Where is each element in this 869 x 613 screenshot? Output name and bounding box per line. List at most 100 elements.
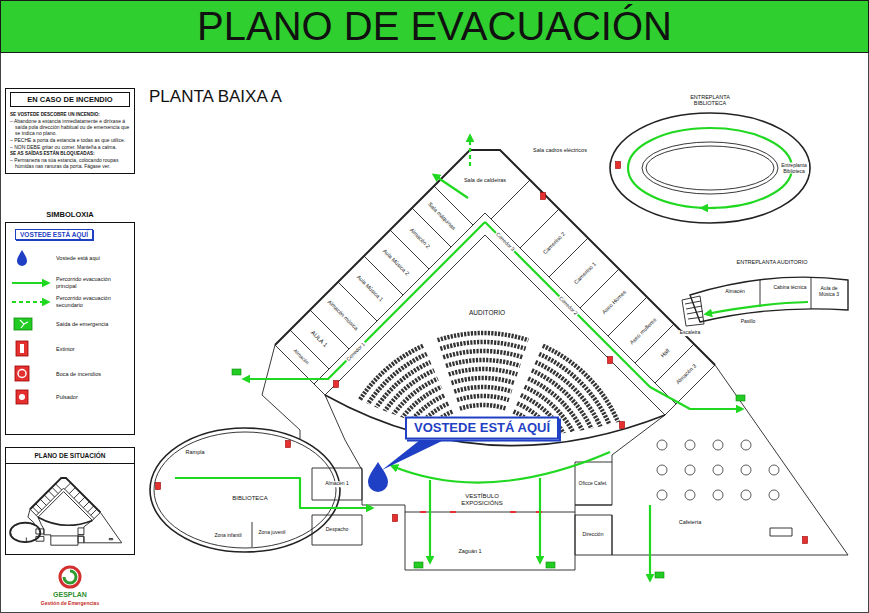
room-label: Almacén xyxy=(291,347,310,366)
logo xyxy=(60,567,80,587)
door-mark xyxy=(450,511,456,513)
room-name: Aseo Homes xyxy=(601,289,628,316)
building-wall xyxy=(275,150,715,365)
seat-row xyxy=(449,369,518,374)
room-name: Zona infantil xyxy=(214,533,241,539)
evacuation-arrow xyxy=(706,302,808,314)
legend-text: Saída de emergencia xyxy=(56,321,132,328)
panel-heading: PLANO DE SITUACIÓN xyxy=(6,448,134,464)
legend-text: Percorrido evacuación principal xyxy=(56,276,132,289)
extinguisher-icon xyxy=(620,422,625,429)
room-name: Despacho xyxy=(326,527,349,533)
room-name: Hall xyxy=(660,348,671,359)
instruction-text: – PECHE a porta da estancia e todas as q… xyxy=(6,136,134,143)
room-name: BIBLIOTECA xyxy=(232,495,267,502)
room-name: Aula Música 1 xyxy=(356,274,385,303)
room-name: Oficce Cafet. xyxy=(578,481,608,487)
room-name: Entreplanta Biblioteca xyxy=(780,163,808,174)
room-name: AULA 1 xyxy=(309,329,328,348)
room-name: Almacén xyxy=(725,289,744,295)
room-name: Corredor 3 xyxy=(495,232,516,253)
instruction-text: – NON DEBE gritar ou correr. Manteña a c… xyxy=(6,143,134,150)
evacuation-arrow xyxy=(429,480,431,562)
plan-label: Pasillo xyxy=(740,319,757,325)
room-name: Corredor 1 xyxy=(346,342,367,363)
extinguisher-icon xyxy=(156,162,808,544)
cafeteria-table xyxy=(769,490,779,500)
mezzanine-wall xyxy=(610,113,810,223)
room-label: Aseo Homes xyxy=(600,288,628,316)
extinguisher-icon xyxy=(616,162,621,169)
secondary-arrow xyxy=(469,136,471,166)
room-name: VESTÍBULO EXPOSICIÓNS xyxy=(457,493,507,506)
cafeteria-table xyxy=(657,490,667,500)
evacuation-arrow xyxy=(485,222,742,409)
building-wall xyxy=(314,213,676,404)
room-label: Zona infantil xyxy=(213,533,242,539)
room-name: Sala máquinas xyxy=(427,201,457,231)
building-wall xyxy=(252,522,253,547)
marker-text: VOSTEDE ESTÁ AQUÍ xyxy=(20,231,88,238)
cafeteria-table xyxy=(685,465,695,475)
cafeteria-table xyxy=(713,490,723,500)
room-name: Aseo mulleres xyxy=(629,317,658,346)
legend-icon xyxy=(12,250,48,404)
seat-row xyxy=(440,342,525,349)
building-wall xyxy=(575,462,612,505)
building-wall xyxy=(770,528,792,536)
room-label: BIBLIOTECA xyxy=(231,495,268,502)
room-label: Almacén 2 xyxy=(408,226,432,250)
room-name: Almacén 1 xyxy=(325,481,349,487)
cafeteria-table xyxy=(657,440,667,450)
plan-label: ENTREPLANTA AUDITORIO xyxy=(735,259,808,265)
room-name: Sala de caldeiras xyxy=(464,177,506,183)
logo xyxy=(64,571,76,583)
seat-row xyxy=(454,387,511,392)
room-name: Aula de Música 3 xyxy=(815,286,843,297)
building-wall xyxy=(262,345,300,440)
room-label: Almacén 1 xyxy=(324,481,350,487)
legend-icon xyxy=(16,390,28,404)
evacuation-arrow xyxy=(649,505,651,580)
room-name: Almacén música xyxy=(327,299,360,332)
secondary-arrow xyxy=(469,136,471,166)
evacuation-arrow xyxy=(539,478,541,562)
room-label: Aula de Música 3 xyxy=(814,286,844,297)
legend-icon xyxy=(20,320,28,328)
extinguisher-icon xyxy=(541,193,546,200)
mezzanine-wall xyxy=(646,146,774,190)
room-label: Hall xyxy=(659,347,671,359)
evacuation-arrow xyxy=(175,478,372,508)
evacuation-arrow xyxy=(628,128,792,208)
legend-text: Percorrido evacuación secundario xyxy=(56,295,132,308)
room-name: Almacén 2 xyxy=(409,227,432,250)
plan-label: GESPLAN xyxy=(52,591,88,599)
plan-label: Gestión de Emergencias xyxy=(40,601,100,607)
legend-icon xyxy=(16,341,28,356)
room-label: Cabina técnica xyxy=(772,285,807,291)
building-wall xyxy=(154,432,336,548)
room-label: Aula Música 2 xyxy=(381,247,411,277)
room-name: Zona juvenil xyxy=(259,530,286,536)
cafeteria-table xyxy=(713,440,723,450)
cafeteria-table xyxy=(657,440,779,500)
room-label: Dirección xyxy=(582,532,605,538)
legend-icon xyxy=(18,370,26,378)
logo xyxy=(60,567,80,587)
room-label: AUDITORIO xyxy=(468,309,506,316)
room-label: Aseo mulleres xyxy=(628,316,658,346)
door-mark xyxy=(420,511,426,513)
seat-row xyxy=(451,378,514,383)
exit-sign xyxy=(736,395,745,401)
exit-sign xyxy=(414,562,423,568)
mezzanine-wall xyxy=(610,113,848,326)
extinguisher-icon xyxy=(393,515,398,522)
building-wall xyxy=(325,235,665,415)
title-band xyxy=(1,1,869,53)
room-label: Camerino 2 xyxy=(541,230,567,256)
room-label: Aula Música 1 xyxy=(355,273,385,303)
room-name: AUDITORIO xyxy=(469,309,505,316)
evacuation-arrow xyxy=(244,222,485,379)
legend-icon xyxy=(12,301,48,303)
room-label: AULA 1 xyxy=(309,329,329,349)
